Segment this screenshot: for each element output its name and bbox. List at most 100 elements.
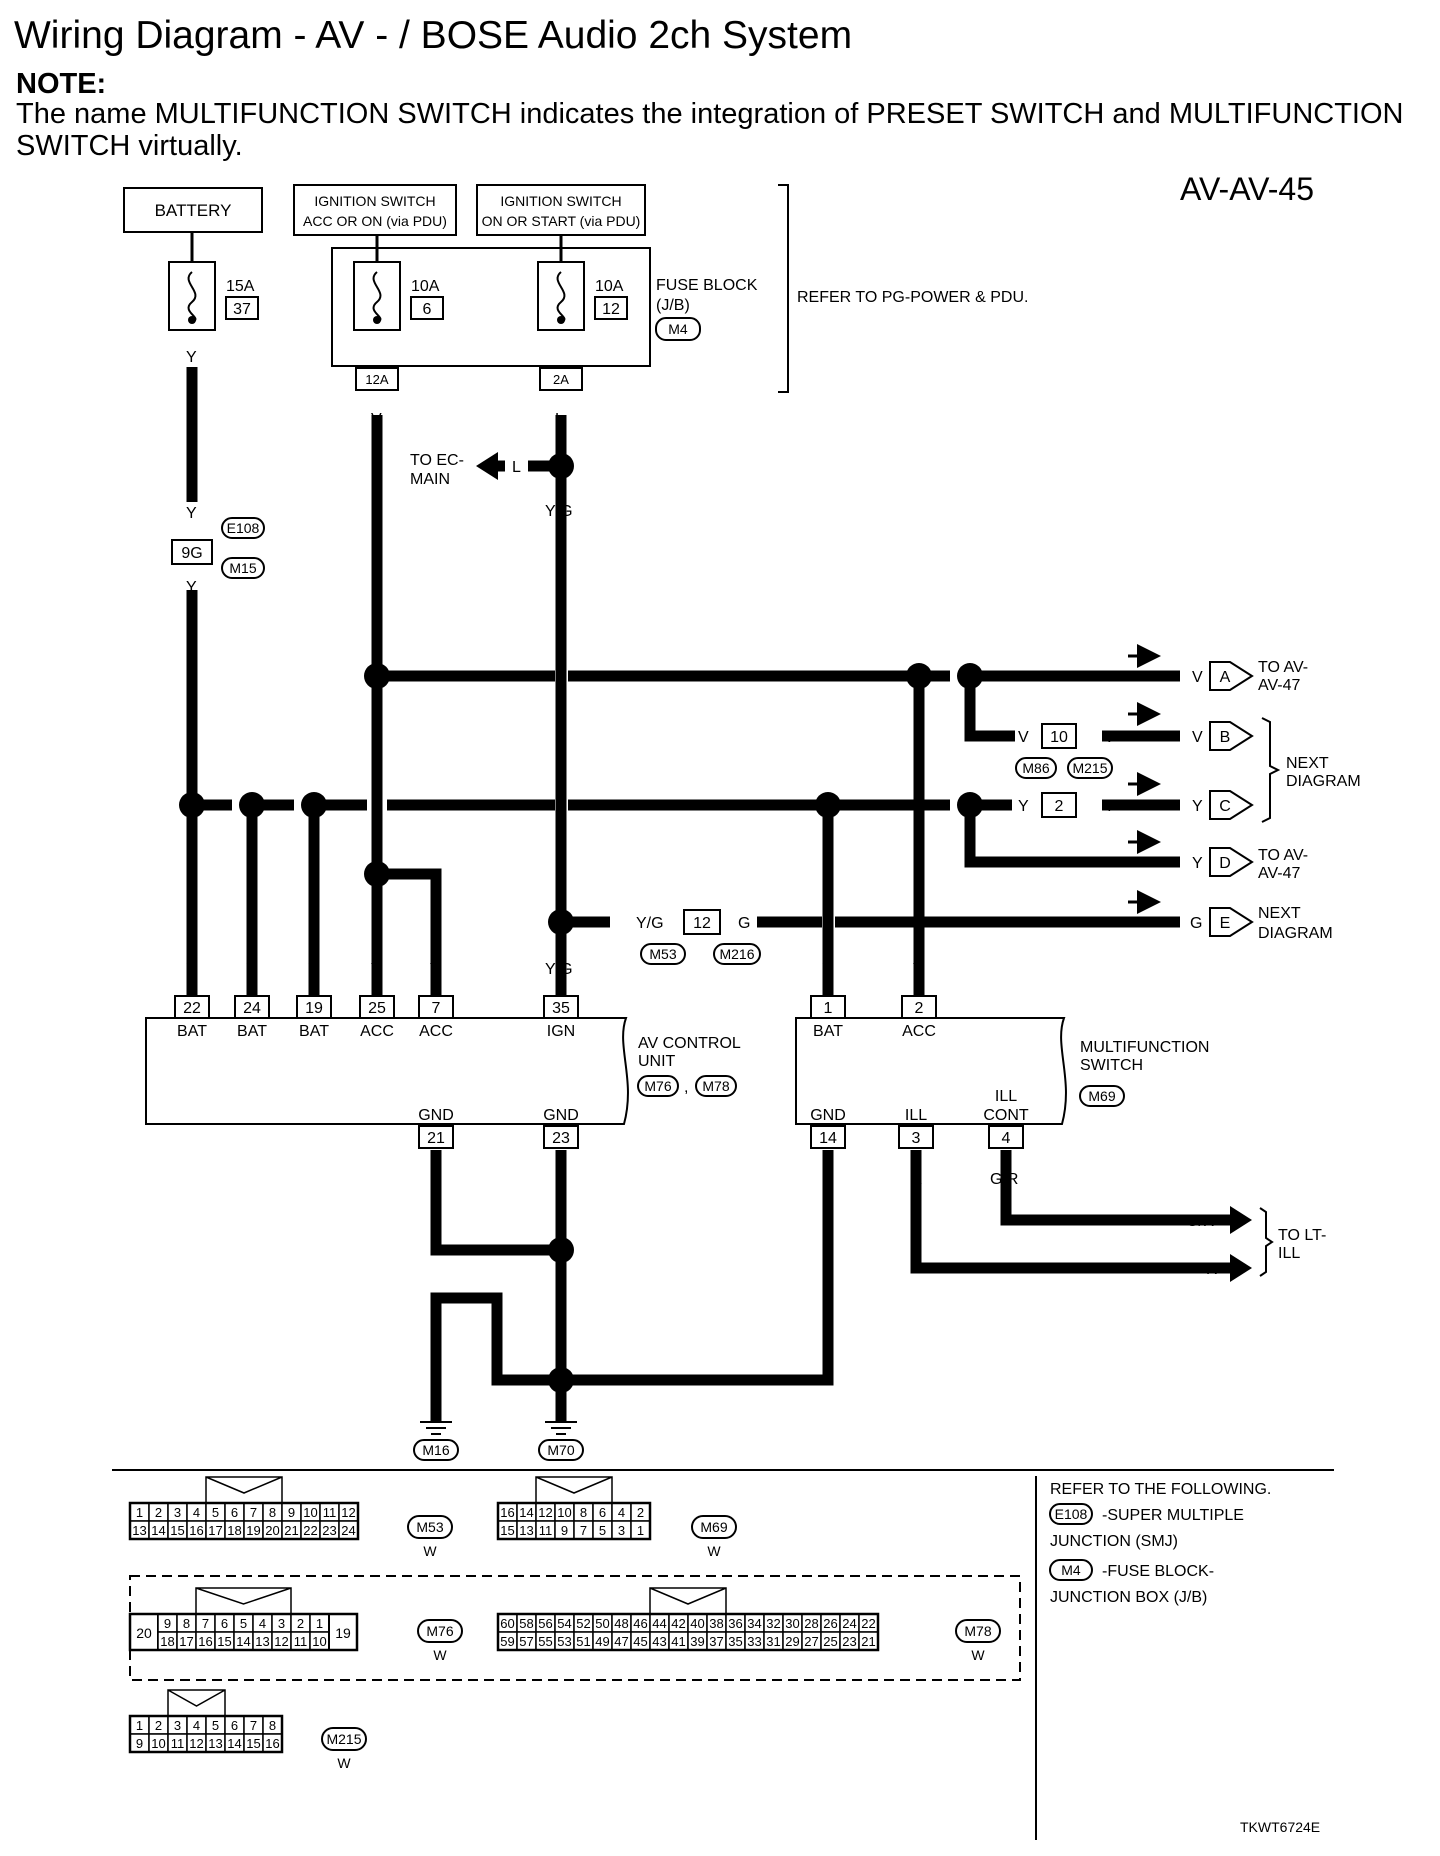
battery-box: BATTERY: [123, 187, 263, 233]
av-pin-num: 7: [432, 1000, 441, 1017]
refer-e108-desc: -SUPER MULTIPLE: [1102, 1507, 1244, 1524]
pin-label: 4: [193, 1718, 200, 1733]
pin-label: 21: [284, 1523, 298, 1538]
terminal-12a: 12A: [365, 372, 388, 387]
wire-label: V: [913, 961, 924, 978]
pin-label: 43: [652, 1634, 666, 1649]
pin-label: 31: [766, 1634, 780, 1649]
wire-label: V: [430, 961, 441, 978]
pin-label: 39: [690, 1634, 704, 1649]
pin-label: 9: [164, 1616, 171, 1631]
conn-m86: M86: [1022, 760, 1049, 776]
pin-label: 12: [341, 1505, 355, 1520]
av-pin-num: 25: [368, 1000, 386, 1017]
wire-label: Y: [246, 961, 257, 978]
mf-top-pins: 1 BAT 2 ACC: [810, 995, 937, 1040]
connector-color: W: [707, 1543, 721, 1559]
pin-label: 24: [341, 1523, 355, 1538]
pin-label: 10: [312, 1634, 326, 1649]
battery-label: BATTERY: [155, 201, 232, 220]
pin-label: 50: [595, 1616, 609, 1631]
pin-label: 2: [155, 1718, 162, 1733]
wire-label: G: [738, 915, 750, 932]
av-pin-name: ACC: [419, 1023, 453, 1040]
pin-label: 8: [269, 1505, 276, 1520]
pin-label: 3: [174, 1718, 181, 1733]
mf-conn: M69: [1088, 1088, 1115, 1104]
wire-label: B: [555, 1319, 566, 1336]
pin-label: 22: [303, 1523, 317, 1538]
pin-label: 15: [217, 1634, 231, 1649]
pin-label: 12: [189, 1736, 203, 1751]
fuse-acc-num: 6: [423, 301, 432, 318]
pin-label: 23: [842, 1634, 856, 1649]
pin-label: 8: [580, 1505, 587, 1520]
fuse-10a-acc: 10A 6: [353, 261, 444, 331]
wire-label: B: [431, 1319, 442, 1336]
fuse-ign-num: 12: [602, 301, 620, 318]
pin-label: 37: [709, 1634, 723, 1649]
flag-c-letter: C: [1219, 798, 1231, 815]
ignition-on-box: IGNITION SWITCH ON OR START (via PDU): [476, 184, 646, 236]
pin-label: 11: [539, 1523, 553, 1538]
pin-label: 41: [671, 1634, 685, 1649]
fuse-acc-amp: 10A: [411, 278, 440, 295]
pin-label: 47: [614, 1634, 628, 1649]
pin-label: 35: [728, 1634, 742, 1649]
pin-label: 13: [255, 1634, 269, 1649]
mf-pin-name: ACC: [902, 1023, 936, 1040]
connector-color: W: [423, 1543, 437, 1559]
page-title: Wiring Diagram - AV - / BOSE Audio 2ch S…: [14, 14, 853, 57]
pin-label: 59: [500, 1634, 514, 1649]
flag-e: E: [1209, 907, 1254, 937]
pin-label: 14: [519, 1505, 533, 1520]
ground-m16: M16: [413, 1421, 459, 1461]
pin-label: 1: [316, 1616, 323, 1631]
flag-e-letter: E: [1220, 915, 1231, 932]
mf-bpin-num: 14: [819, 1130, 837, 1147]
pin-label: 14: [151, 1523, 165, 1538]
ground-m70-label: M70: [547, 1442, 574, 1458]
pin-label: 58: [519, 1616, 533, 1631]
connector-id: M76: [426, 1623, 453, 1639]
pin-label: 45: [633, 1634, 647, 1649]
pin-label: 20: [265, 1523, 279, 1538]
pin-label: 3: [278, 1616, 285, 1631]
mf-bpin-name: GND: [810, 1107, 846, 1124]
pin-label: 2: [637, 1505, 644, 1520]
pin-label: 15: [170, 1523, 184, 1538]
pin-label: 11: [171, 1736, 185, 1751]
pin-label: 2: [297, 1616, 304, 1631]
pin-label: 60: [500, 1616, 514, 1631]
wire-label: Y: [308, 961, 319, 978]
ground-m70: M70: [538, 1421, 584, 1461]
av-pin-num: 24: [243, 1000, 261, 1017]
footer-code: TKWT6724E: [1240, 1819, 1320, 1835]
wire-label: V: [1192, 669, 1203, 686]
dest-lt-line2: ILL: [1278, 1245, 1300, 1262]
wire-label: B: [431, 1171, 442, 1188]
ignition-acc-line1: IGNITION SWITCH: [314, 193, 435, 209]
pin-label: 19: [335, 1625, 351, 1641]
pin-10: 10: [1050, 729, 1068, 746]
av-unit-conn2: M78: [702, 1078, 729, 1094]
pin-label: 7: [580, 1523, 587, 1538]
refer-m4-desc2: JUNCTION BOX (J/B): [1050, 1589, 1207, 1606]
pin-label: 16: [265, 1736, 279, 1751]
pin-label: 22: [861, 1616, 875, 1631]
mf-bpin-num: 3: [912, 1130, 921, 1147]
av-gnd-num: 21: [427, 1130, 445, 1147]
wire-label: Y: [1192, 855, 1203, 872]
refer-e108: E108: [1055, 1506, 1088, 1522]
pin-label: 15: [500, 1523, 514, 1538]
joint-m86-m215: 10 2 M86 M215: [1015, 723, 1113, 818]
pin-label: 10: [557, 1505, 571, 1520]
wire-labels: Y V L Y/G Y Y V V V V Y Y Y Y Y/G G G Y …: [186, 349, 1218, 1336]
arrow-to-ec: [476, 452, 498, 480]
fuse-block-jb: (J/B): [656, 297, 690, 314]
refer-e108-desc2: JUNCTION (SMJ): [1050, 1533, 1178, 1550]
connector-id: M78: [964, 1623, 991, 1639]
